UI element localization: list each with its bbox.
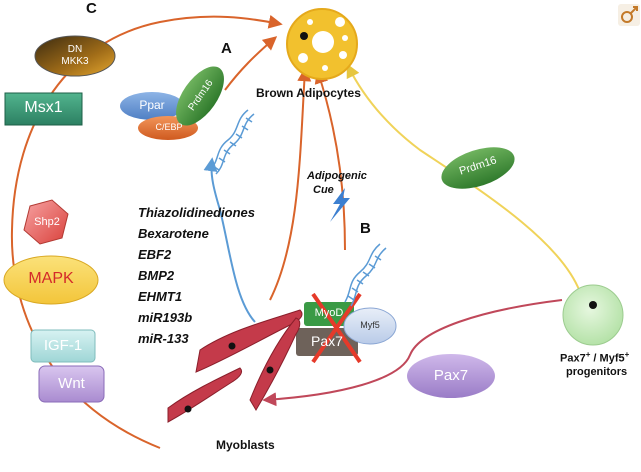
section-label-b: B <box>360 220 371 237</box>
arrow-myoblasts-to-adipocytes <box>269 67 312 301</box>
shp2-hexagon <box>23 199 69 245</box>
pax7-floating-label: Pax7 <box>433 367 469 384</box>
mapk-label: MAPK <box>28 270 74 287</box>
shp2-label: Shp2 <box>34 216 60 228</box>
compound-item: BMP2 <box>138 268 175 283</box>
prdm16-ellipse-a <box>176 66 224 126</box>
brown-adipocyte-cell <box>286 8 358 80</box>
ppar-label: Ppar <box>139 98 165 112</box>
compound-item: miR-133 <box>138 331 189 346</box>
ppar-ellipse <box>120 92 184 120</box>
cebp-label: C/EBP <box>155 122 183 132</box>
brown-adipocytes-label: Brown Adipocytes <box>256 86 361 100</box>
mapk-ellipse <box>3 255 99 305</box>
arrow-complex-b-to-adipocytes <box>314 69 346 251</box>
progenitors-pax7-text: Pax7 <box>560 352 586 365</box>
prdm16-floating-ellipse <box>441 147 515 189</box>
lightning-bolt-icon <box>330 188 350 222</box>
adipogenic-cue-line2: Cue <box>313 184 334 196</box>
arrow-complex-a-to-adipocytes <box>224 36 278 91</box>
progenitors-myf5-text: / Myf5 <box>590 352 625 365</box>
male-symbol-icon <box>618 4 640 26</box>
dn-mkk3-ellipse <box>34 35 116 77</box>
pax7-label-b: Pax7 <box>311 333 343 349</box>
compound-item: miR193b <box>138 310 193 325</box>
msx1-label: Msx1 <box>24 99 63 116</box>
arrow-progenitors-to-adipocytes <box>346 63 581 293</box>
progenitor-cell <box>562 284 624 346</box>
dn-mkk3-line2: MKK3 <box>61 56 89 67</box>
section-label-a: A <box>221 40 232 57</box>
myf5-label: Myf5 <box>360 320 380 330</box>
msx1-box <box>4 92 83 126</box>
section-label-c: C <box>86 0 97 17</box>
progenitors-sup1: + <box>585 350 591 359</box>
wnt-box <box>38 365 105 403</box>
myoblasts-label: Myoblasts <box>216 438 275 452</box>
compound-item: EHMT1 <box>138 289 183 304</box>
complex-a <box>120 66 255 175</box>
progenitors-sup2: + <box>624 350 630 359</box>
myod-label: MyoD <box>314 307 344 319</box>
wnt-label: Wnt <box>58 375 85 392</box>
myf5-ellipse <box>343 307 397 345</box>
arrow-progenitors-to-myoblasts <box>262 299 563 407</box>
dna-helix-a <box>209 109 255 175</box>
progenitors-label: Pax7+ / Myf5+ <box>560 350 629 365</box>
dn-mkk3-line1: DN <box>67 44 83 55</box>
progenitors-label-line2: progenitors <box>566 366 628 378</box>
myoblast-cells <box>167 309 303 423</box>
igf1-label: IGF-1 <box>43 337 83 354</box>
compound-item: Bexarotene <box>138 226 209 241</box>
dna-helix-b <box>344 243 387 307</box>
igf1-box <box>30 329 96 363</box>
compound-item: Thiazolidinediones <box>138 205 256 220</box>
compound-item: EBF2 <box>138 247 172 262</box>
adipogenic-cue-line1: Adipogenic <box>307 170 367 182</box>
arrow-myoblasts-to-complex-a <box>203 157 256 323</box>
complex-b <box>296 243 397 364</box>
pax7-floating-ellipse <box>407 354 495 398</box>
